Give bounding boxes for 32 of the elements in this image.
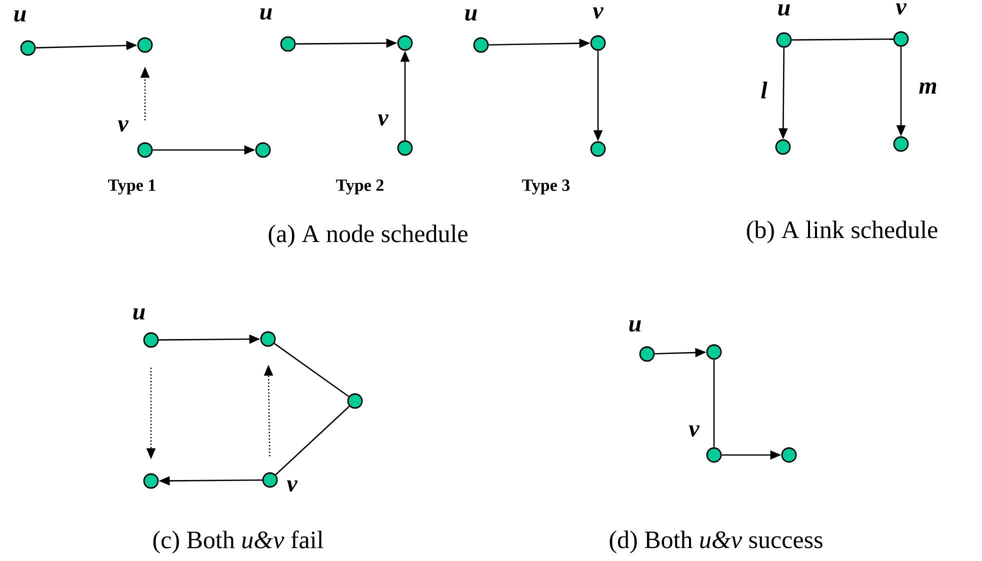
vertex-label: u [14, 10, 26, 22]
vertex [893, 136, 909, 152]
vertex [143, 473, 159, 489]
edge-label: m [918, 81, 938, 95]
vertex [590, 141, 606, 157]
vertex-label: v [378, 114, 389, 126]
vertex-label: u [133, 308, 145, 320]
caption: (d) Both u&v success [610, 530, 822, 554]
vertex [706, 344, 722, 360]
vertex [397, 35, 413, 51]
vertex [260, 331, 276, 347]
vertex-label: v [286, 480, 298, 492]
vertex [781, 447, 797, 463]
vertex-label: u [629, 320, 641, 332]
edge-label: l [760, 80, 768, 100]
type-label: Type 1 [108, 180, 156, 194]
vertex [137, 37, 153, 53]
vertex-label: v [592, 7, 604, 19]
vertex-label: u [465, 9, 477, 21]
vertex-label: v [688, 425, 700, 437]
vertex-label: v [896, 3, 907, 15]
type-label: Type 2 [336, 180, 384, 194]
vertex [775, 139, 791, 155]
type-label: Type 3 [522, 180, 570, 194]
vertex-label: u [260, 8, 272, 20]
caption: (a) A node schedule [268, 224, 468, 248]
vertex-label: u [778, 4, 790, 16]
caption: (b) A link schedule [746, 220, 938, 244]
vertex [347, 393, 363, 409]
caption: (c) Both u&v fail [153, 530, 324, 554]
vertex [255, 142, 271, 158]
vertex-label: v [118, 120, 129, 132]
